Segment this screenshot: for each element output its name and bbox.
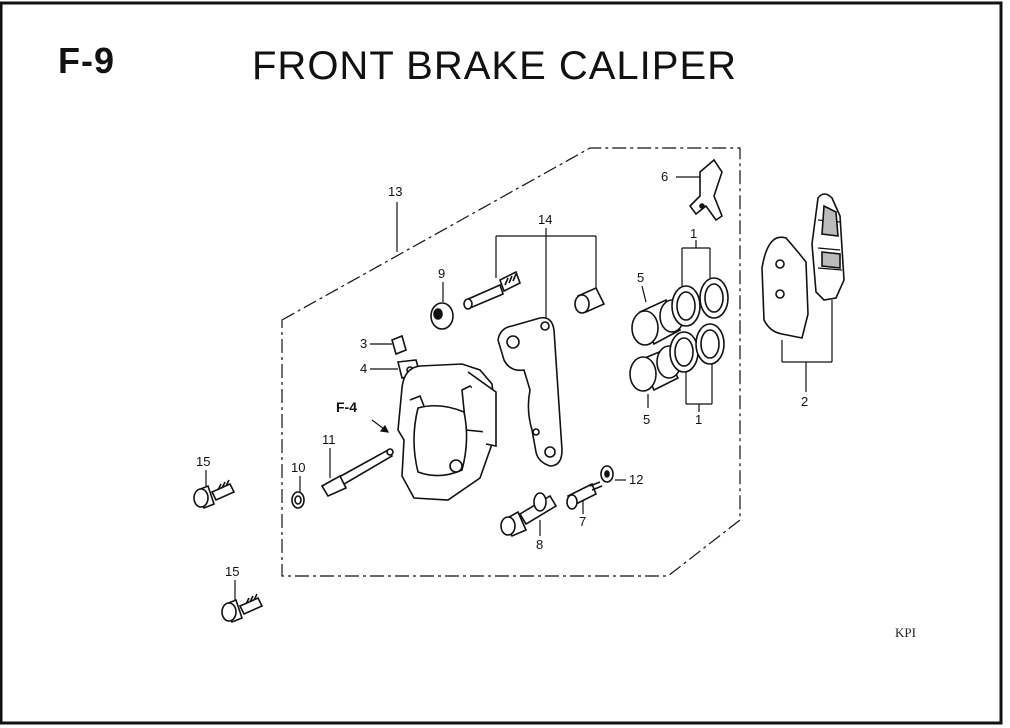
callout-5-top: 5 [637, 270, 644, 285]
callout-1-top: 1 [690, 226, 697, 241]
callout-10: 10 [291, 460, 305, 475]
callout-12: 12 [629, 472, 643, 487]
part-1-seals-bottom [669, 323, 725, 373]
part-15-bolt-upper [193, 479, 236, 510]
callout-15-lower: 15 [225, 564, 239, 579]
part-1-seals-top [671, 277, 729, 327]
part-15-bolt-lower [221, 593, 264, 624]
caliper-bracket [497, 316, 563, 467]
part-12-washer [600, 465, 614, 483]
callout-4: 4 [360, 361, 367, 376]
part-2-brake-pad-rear [761, 236, 809, 339]
callout-5-bottom: 5 [643, 412, 650, 427]
part-7-pin [566, 481, 603, 510]
part-8-pin-bolt [500, 492, 558, 538]
callout-2: 2 [801, 394, 808, 409]
callout-14: 14 [538, 212, 552, 227]
part-14-slide-pin [463, 270, 521, 310]
callout-1-bottom: 1 [695, 412, 702, 427]
part-2-brake-pad-front [811, 193, 845, 301]
part-9-bushing [430, 302, 454, 330]
part-13-caliper-body [397, 363, 497, 501]
reference-f4: F-4 [336, 399, 357, 415]
footer-code: KPI [895, 625, 916, 640]
section-code: F-9 [58, 40, 115, 81]
callout-9: 9 [438, 266, 445, 281]
part-3-bleeder-cap [391, 334, 407, 356]
callout-7: 7 [579, 514, 586, 529]
page-title: FRONT BRAKE CALIPER [252, 44, 738, 88]
assembly-boundary [281, 147, 741, 577]
callout-3: 3 [360, 336, 367, 351]
part-10-boot [291, 491, 305, 509]
part-11-pin [320, 448, 394, 498]
callout-15-upper: 15 [196, 454, 210, 469]
part-6-pad-spring [688, 158, 723, 222]
part-14-boot [574, 286, 606, 314]
callout-6: 6 [661, 169, 668, 184]
callout-11: 11 [322, 432, 336, 447]
callout-8: 8 [536, 537, 543, 552]
callout-13: 13 [388, 184, 402, 199]
